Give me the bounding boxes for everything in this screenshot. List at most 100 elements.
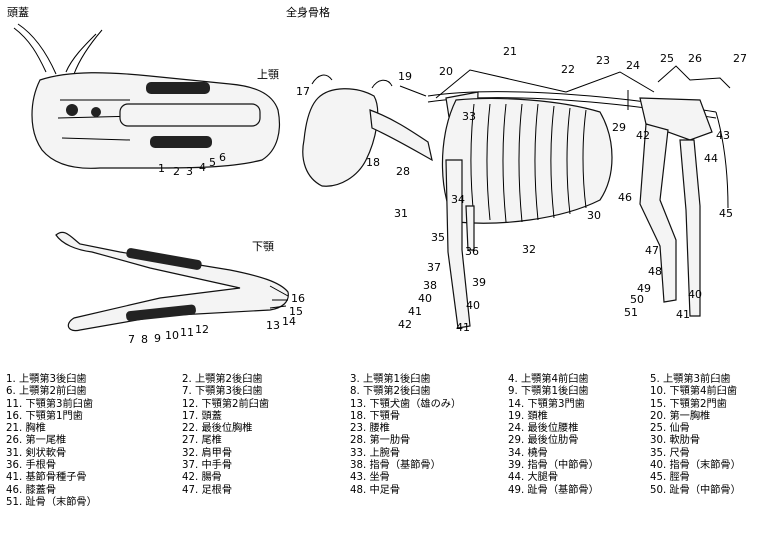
callout-26: 26	[688, 53, 702, 64]
legend-item: 31. 剣状軟骨	[6, 448, 97, 460]
callout-41c: 41	[676, 309, 690, 320]
callout-8: 8	[141, 334, 148, 345]
callout-41b: 41	[456, 322, 470, 333]
callout-37: 37	[427, 262, 441, 273]
legend-item: 27. 尾椎	[182, 435, 269, 447]
upper-jaw-title: 上顎	[257, 66, 279, 82]
callout-6: 6	[219, 152, 226, 163]
callout-40: 40	[418, 293, 432, 304]
callout-43: 43	[716, 130, 730, 141]
callout-7: 7	[128, 334, 135, 345]
callout-21: 21	[503, 46, 517, 57]
legend-item: 32. 肩甲骨	[182, 448, 269, 460]
lower-jaw-title: 下顎	[252, 238, 274, 254]
callout-22: 22	[561, 64, 575, 75]
legend-item: 39. 指骨（中節骨）	[508, 460, 599, 472]
callout-18: 18	[366, 157, 380, 168]
legend-item: 8. 下顎第2後臼歯	[350, 386, 461, 398]
legend-item: 19. 頚椎	[508, 411, 599, 423]
legend-item: 9. 下顎第1後臼歯	[508, 386, 599, 398]
callout-10: 10	[165, 330, 179, 341]
callout-24: 24	[626, 60, 640, 71]
callout-19: 19	[398, 71, 412, 82]
callout-38: 38	[423, 280, 437, 291]
callout-11: 11	[180, 327, 194, 338]
legend-item: 34. 橈骨	[508, 448, 599, 460]
legend-item: 14. 下顎第3門歯	[508, 399, 599, 411]
callout-31: 31	[394, 208, 408, 219]
legend-item: 25. 仙骨	[650, 423, 741, 435]
legend-item: 3. 上顎第1後臼歯	[350, 374, 461, 386]
legend-item: 51. 趾骨（末節骨）	[6, 497, 97, 509]
legend-item: 11. 下顎第3前臼歯	[6, 399, 97, 411]
callout-30: 30	[587, 210, 601, 221]
skeleton-title: 全身骨格	[286, 4, 330, 20]
legend-item: 35. 尺骨	[650, 448, 741, 460]
legend-item: 17. 頭蓋	[182, 411, 269, 423]
legend-item: 10. 下顎第4前臼歯	[650, 386, 741, 398]
legend-item: 24. 最後位腰椎	[508, 423, 599, 435]
anatomy-illustration	[0, 0, 766, 370]
legend-item: 16. 下顎第1門歯	[6, 411, 97, 423]
callout-36: 36	[465, 246, 479, 257]
callout-23: 23	[596, 55, 610, 66]
callout-25: 25	[660, 53, 674, 64]
callout-47: 47	[645, 245, 659, 256]
legend-item: 38. 指骨（基節骨）	[350, 460, 461, 472]
legend-item: 22. 最後位胸椎	[182, 423, 269, 435]
callout-39: 39	[472, 277, 486, 288]
callout-9: 9	[154, 333, 161, 344]
callout-13: 13	[266, 320, 280, 331]
legend-item: 50. 趾骨（中節骨）	[650, 485, 741, 497]
callout-44: 44	[704, 153, 718, 164]
legend-item: 49. 趾骨（基節骨）	[508, 485, 599, 497]
callout-27: 27	[733, 53, 747, 64]
legend-column-4: 4. 上顎第4前臼歯 9. 下顎第1後臼歯 14. 下顎第3門歯 19. 頚椎 …	[508, 374, 599, 497]
callout-29: 29	[612, 122, 626, 133]
legend-item: 4. 上顎第4前臼歯	[508, 374, 599, 386]
callout-32: 32	[522, 244, 536, 255]
legend-item: 1. 上顎第3後臼歯	[6, 374, 97, 386]
callout-1: 1	[158, 163, 165, 174]
legend-column-5: 5. 上顎第3前臼歯 10. 下顎第4前臼歯 15. 下顎第2門歯 20. 第一…	[650, 374, 741, 497]
callout-40c: 40	[688, 289, 702, 300]
callout-3: 3	[186, 166, 193, 177]
legend-item: 43. 坐骨	[350, 472, 461, 484]
legend-item: 26. 第一尾椎	[6, 435, 97, 447]
cow-skeleton-drawing	[303, 66, 730, 328]
legend-item: 13. 下顎犬歯（雄のみ）	[350, 399, 461, 411]
legend-item: 7. 下顎第3後臼歯	[182, 386, 269, 398]
legend-item: 2. 上顎第2後臼歯	[182, 374, 269, 386]
legend-item: 5. 上顎第3前臼歯	[650, 374, 741, 386]
callout-17: 17	[296, 86, 310, 97]
legend-column-3: 3. 上顎第1後臼歯 8. 下顎第2後臼歯 13. 下顎犬歯（雄のみ） 18. …	[350, 374, 461, 497]
callout-28: 28	[396, 166, 410, 177]
legend-item: 45. 脛骨	[650, 472, 741, 484]
legend-item: 28. 第一肋骨	[350, 435, 461, 447]
legend-item: 30. 軟肋骨	[650, 435, 741, 447]
callout-20: 20	[439, 66, 453, 77]
callout-48: 48	[648, 266, 662, 277]
legend-item: 18. 下顎骨	[350, 411, 461, 423]
legend-item: 37. 中手骨	[182, 460, 269, 472]
callout-46: 46	[618, 192, 632, 203]
legend-item: 47. 足根骨	[182, 485, 269, 497]
callout-2: 2	[173, 166, 180, 177]
legend-item: 20. 第一胸椎	[650, 411, 741, 423]
callout-42b: 42	[636, 130, 650, 141]
callout-15: 15	[289, 306, 303, 317]
legend-item: 12. 下顎第2前臼歯	[182, 399, 269, 411]
callout-41: 41	[408, 306, 422, 317]
callout-51: 51	[624, 307, 638, 318]
callout-12: 12	[195, 324, 209, 335]
legend-item: 40. 指骨（末節骨）	[650, 460, 741, 472]
legend-item: 23. 腰椎	[350, 423, 461, 435]
skull-title: 頭蓋	[7, 4, 29, 20]
legend: 1. 上顎第3後臼歯 6. 上顎第2前臼歯 11. 下顎第3前臼歯 16. 下顎…	[6, 374, 766, 534]
legend-item: 46. 膝蓋骨	[6, 485, 97, 497]
legend-item: 48. 中足骨	[350, 485, 461, 497]
callout-35: 35	[431, 232, 445, 243]
legend-column-2: 2. 上顎第2後臼歯 7. 下顎第3後臼歯 12. 下顎第2前臼歯 17. 頭蓋…	[182, 374, 269, 497]
legend-item: 42. 腸骨	[182, 472, 269, 484]
legend-column-1: 1. 上顎第3後臼歯 6. 上顎第2前臼歯 11. 下顎第3前臼歯 16. 下顎…	[6, 374, 97, 509]
